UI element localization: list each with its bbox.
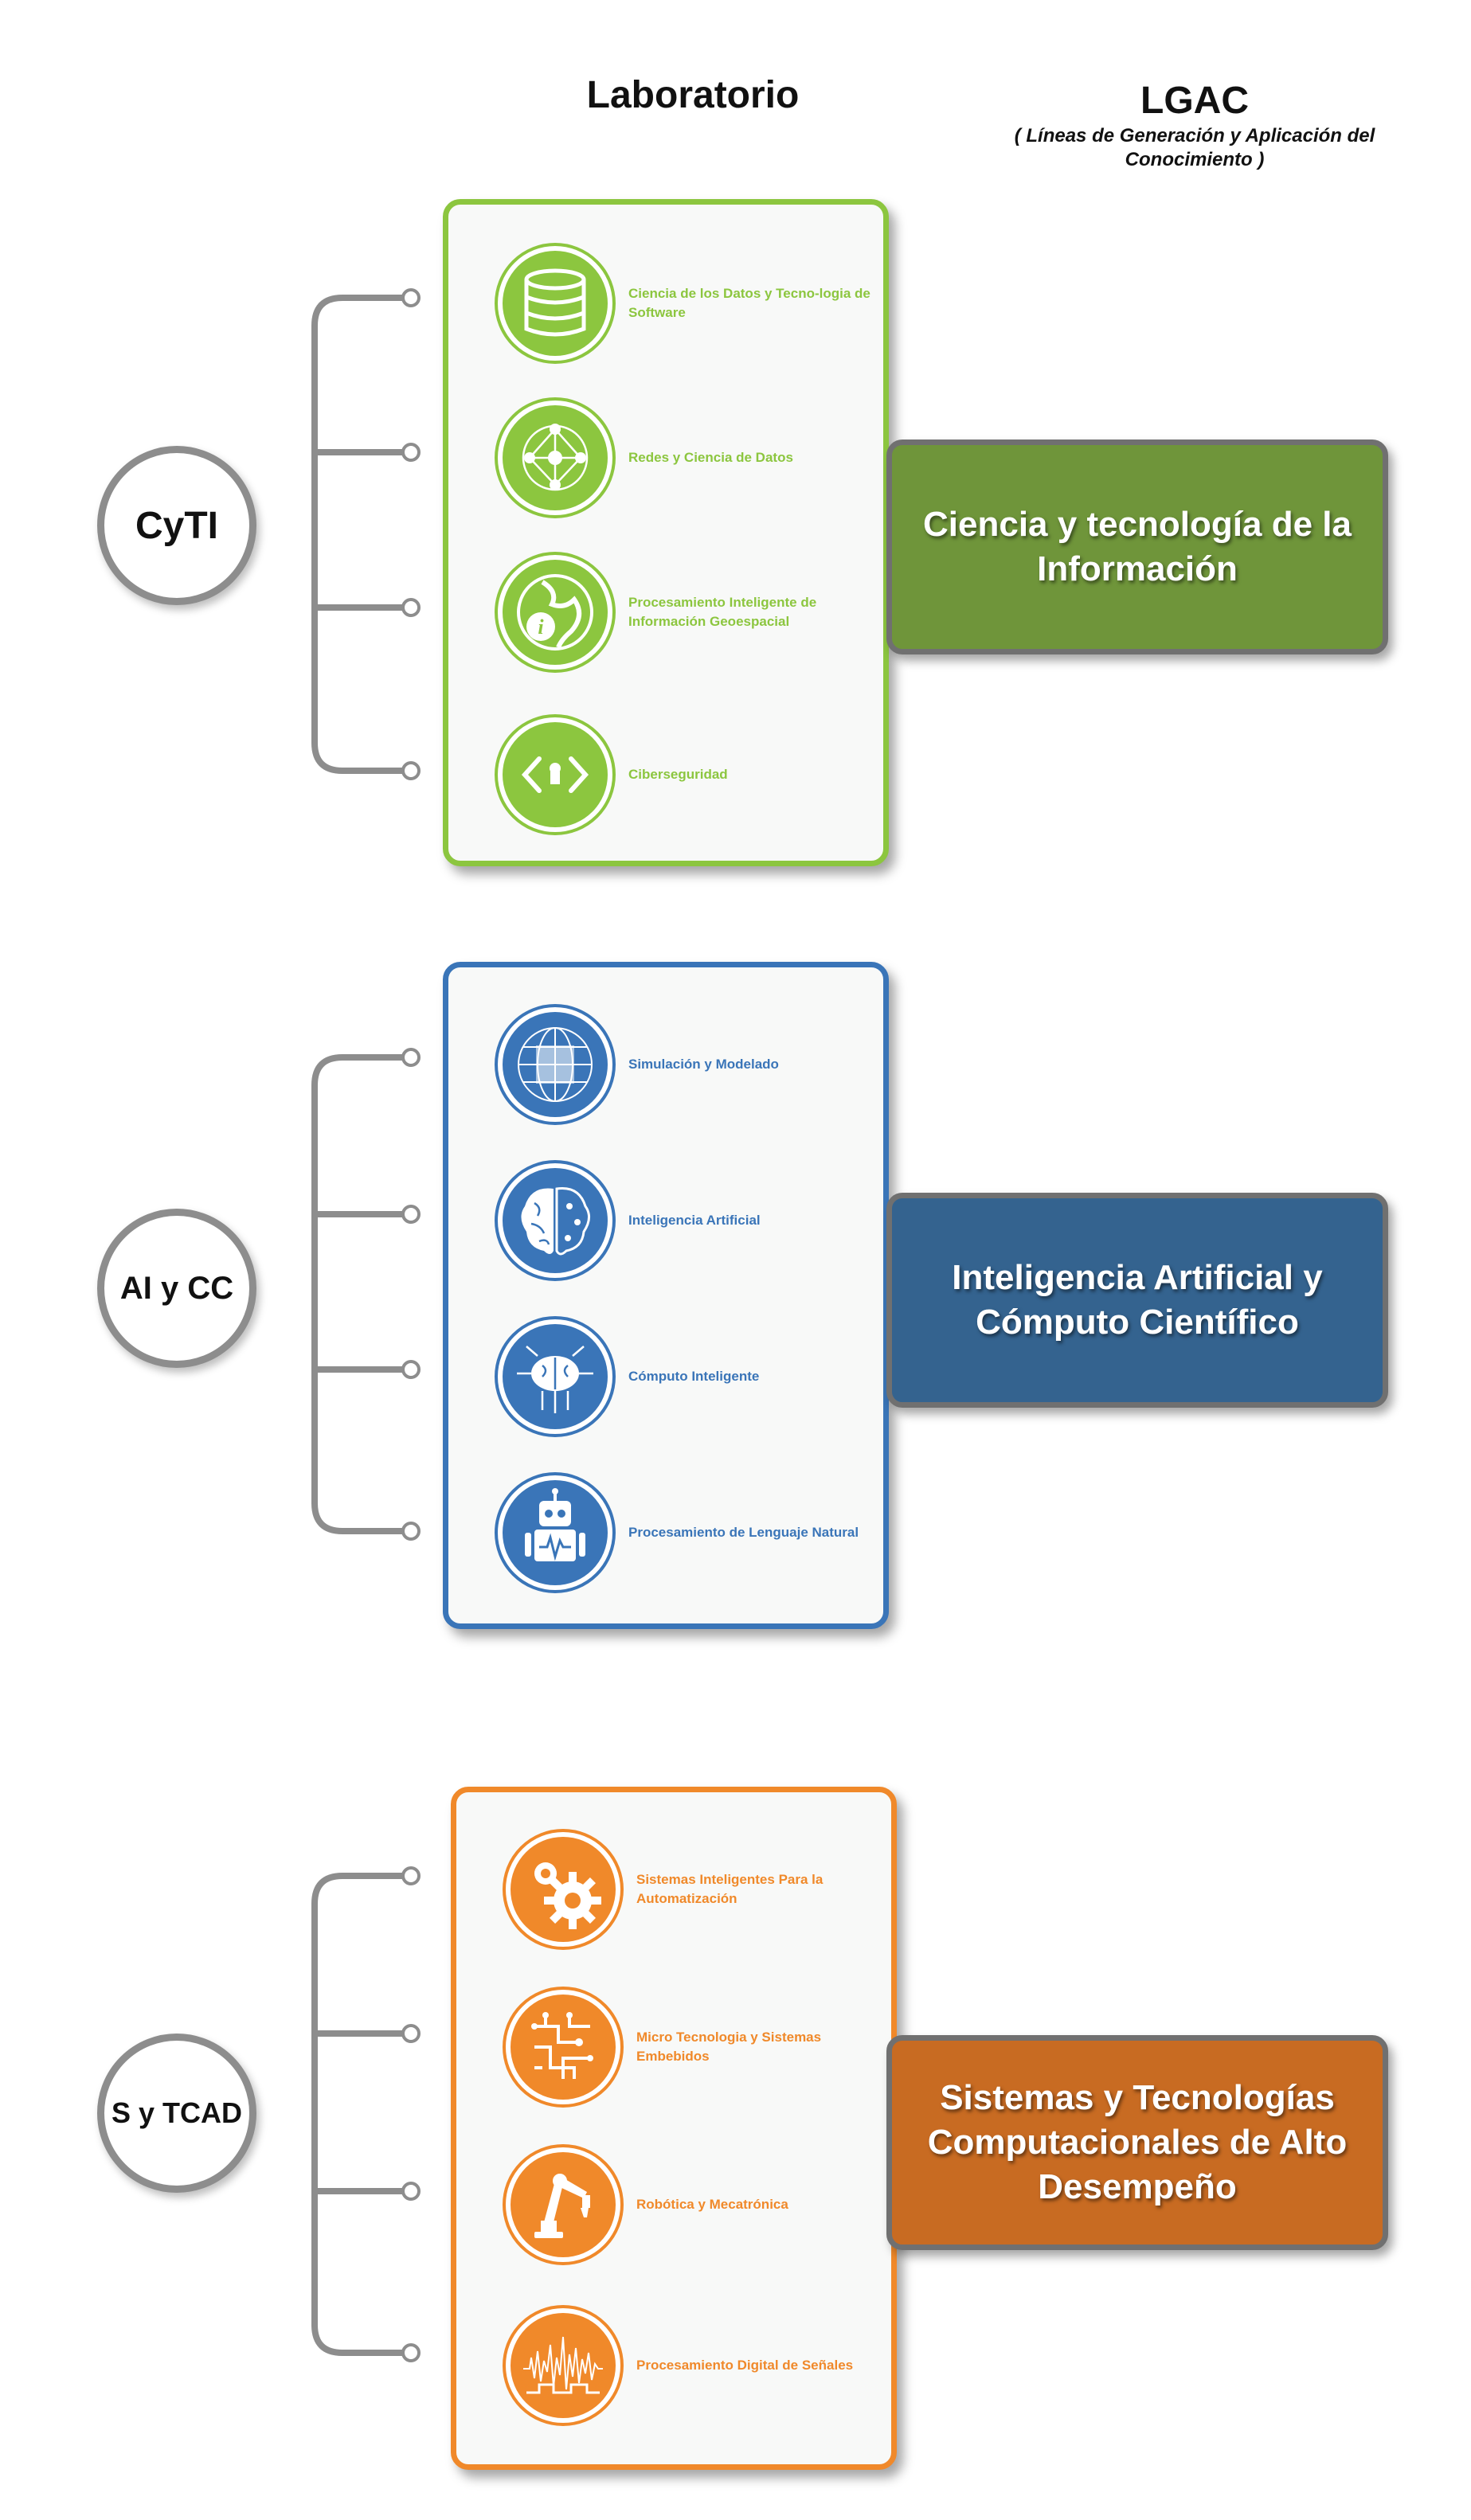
lab-label: Sistemas Inteligentes Para la Automatiza… [636,1872,824,1906]
gears-icon [503,1829,624,1950]
lab-label: Micro Tecnologia y Sistemas Embebidos [636,2030,822,2064]
lab-label: Simulación y Modelado [628,1057,779,1072]
microchip-icon [503,1987,624,2108]
laboratory-card: Simulación y Modelado Inteligencia Artif… [443,962,889,1629]
connector-lines [311,1866,421,2362]
lgac-header: LGAC [1140,80,1249,122]
lgac-box: Sistemas y Tecnologías Computacionales d… [886,2035,1388,2250]
lab-item: i Procesamiento Inteligente de Informaci… [495,552,877,676]
lab-item: Micro Tecnologia y Sistemas Embebidos [503,1987,885,2111]
lab-label: Procesamiento Digital de Señales [636,2358,854,2373]
lab-item: Redes y Ciencia de Datos [495,397,877,522]
lab-item: Inteligencia Artificial [495,1160,877,1284]
group-tag-circle: AI y CC [97,1209,256,1368]
laboratorio-header: Laboratorio [586,74,800,116]
lgac-box: Ciencia y tecnología de la Información [886,440,1388,654]
lab-item: Procesamiento de Lenguaje Natural [495,1472,877,1596]
group-sytcad: S y TCAD Sistemas Inteligentes Para la A… [0,1787,1471,2503]
database-icon [495,243,616,364]
group-tag-circle: S y TCAD [97,2034,256,2193]
group-cyti: CyTI Ciencia de los Datos y Tecno-logia … [0,199,1471,916]
laboratory-card: Ciencia de los Datos y Tecno-logia de So… [443,199,889,866]
lab-label: Procesamiento Inteligente de Información… [628,595,817,629]
lgac-box: Inteligencia Artificial y Cómputo Cientí… [886,1193,1388,1408]
svg-text:i: i [538,615,544,639]
lab-label: Robótica y Mecatrónica [636,2197,788,2212]
globe-info-icon: i [495,552,616,673]
group-ai-cc: AI y CC Simulación y Modelado In [0,962,1471,1678]
globe-grid-icon [495,1004,616,1125]
lab-item: Robótica y Mecatrónica [503,2144,885,2268]
laboratory-card: Sistemas Inteligentes Para la Automatiza… [451,1787,897,2470]
lab-item: Ciencia de los Datos y Tecno-logia de So… [495,243,877,367]
group-tag-circle: CyTI [97,446,256,605]
lab-label: Cómputo Inteligente [628,1369,760,1384]
lab-label: Inteligencia Artificial [628,1213,761,1228]
lock-code-icon [495,714,616,835]
connector-lines [311,1048,421,1541]
robot-arm-icon [503,2144,624,2265]
network-graph-icon [495,397,616,518]
signal-wave-icon [503,2305,624,2426]
lab-label: Ciberseguridad [628,767,728,782]
robot-icon [495,1472,616,1593]
lab-label: Ciencia de los Datos y Tecno-logia de So… [628,286,870,320]
lab-label: Redes y Ciencia de Datos [628,450,793,465]
lab-item: Simulación y Modelado [495,1004,877,1128]
lab-label: Procesamiento de Lenguaje Natural [628,1525,859,1540]
lab-item: Sistemas Inteligentes Para la Automatiza… [503,1829,885,1953]
lab-item: Ciberseguridad [495,714,877,838]
lgac-subtitle: ( Líneas de Generación y Aplicación del … [1014,125,1375,170]
lab-item: Cómputo Inteligente [495,1316,877,1440]
lab-item: Procesamiento Digital de Señales [503,2305,885,2429]
brain-circuit-icon [495,1160,616,1281]
brain-chip-icon [495,1316,616,1437]
connector-lines [311,288,421,780]
